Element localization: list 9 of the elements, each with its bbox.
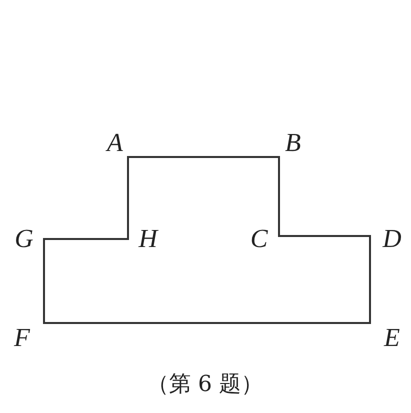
figure-caption: （第 6 题） [147, 372, 263, 398]
vertex-label: G [14, 226, 34, 252]
vertex-label: B [285, 130, 301, 156]
vertex-label: E [384, 325, 400, 351]
vertex-label: A [107, 130, 123, 156]
vertex-label: H [138, 226, 158, 252]
vertex-label: C [250, 226, 268, 252]
vertex-label: F [14, 325, 30, 351]
vertex-label: D [382, 226, 402, 252]
